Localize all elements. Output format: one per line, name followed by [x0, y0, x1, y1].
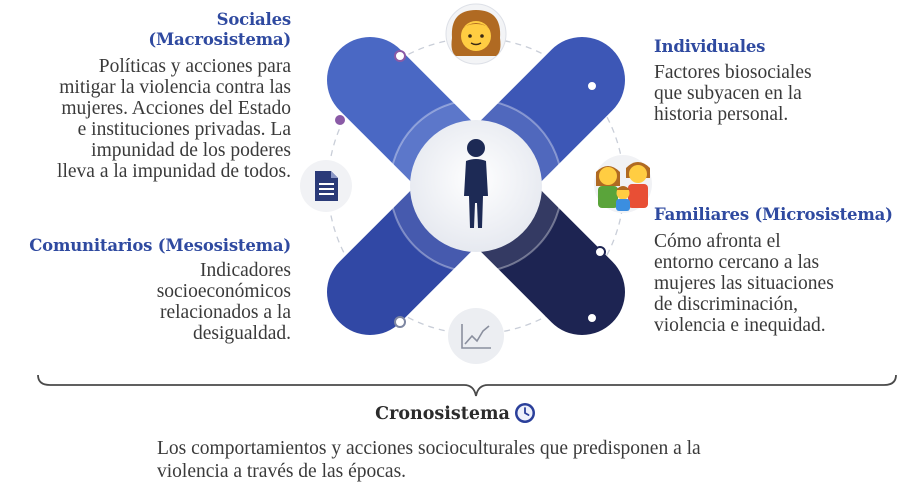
- sociales-block: Sociales (Macrosistema) Políticas y acci…: [57, 10, 291, 182]
- individuales-text-line: Factores biosociales: [654, 62, 812, 83]
- familiares-text-line: violencia e inequidad.: [654, 315, 826, 336]
- familiares-text-line: Cómo afronta el: [654, 231, 781, 252]
- familiares-text-line: mujeres las situaciones: [654, 273, 834, 294]
- ring-node: [586, 312, 598, 324]
- individuales-description: Factores biosociales que subyacen en la …: [654, 62, 812, 125]
- sociales-title-line: (Macrosistema): [148, 30, 291, 49]
- ring-node: [586, 80, 598, 92]
- woman-figure-icon: [464, 139, 488, 228]
- sociales-text-line: mitigar la violencia contra las: [59, 77, 291, 98]
- comunitarios-text-line: Indicadores: [200, 260, 291, 281]
- line-chart-icon: [448, 308, 504, 364]
- individuales-text-line: que subyacen en la: [654, 83, 802, 104]
- sociales-text-line: impunidad de los poderes: [91, 140, 291, 161]
- familiares-text-line: de discriminación,: [654, 294, 799, 315]
- sociales-text-line: Políticas y acciones para: [98, 56, 291, 77]
- cronosistema-text-line: violencia a través de las épocas.: [157, 461, 407, 482]
- ring-node: [335, 115, 345, 125]
- individuales-block: Individuales Factores biosociales que su…: [654, 37, 812, 125]
- curly-brace: [37, 374, 897, 397]
- ecological-model-diagram: [300, 3, 652, 364]
- girl-emoji-icon: [445, 3, 507, 65]
- familiares-block: Familiares (Microsistema) Cómo afronta e…: [654, 205, 893, 336]
- cronosistema-description: Los comportamientos y acciones sociocult…: [157, 437, 701, 483]
- ring-node: [594, 246, 606, 258]
- cronosistema-text-line: Los comportamientos y acciones sociocult…: [157, 438, 701, 459]
- sociales-title-line: Sociales: [216, 10, 292, 29]
- sociales-text-line: mujeres. Acciones del Estado: [61, 98, 291, 119]
- familiares-text-line: entorno cercano a las: [654, 252, 820, 273]
- cronosistema-title: Cronosistema: [0, 402, 911, 429]
- sociales-title: Sociales (Macrosistema): [57, 10, 291, 50]
- comunitarios-text-line: relacionados a la: [159, 302, 291, 323]
- sociales-description: Políticas y acciones para mitigar la vio…: [57, 56, 291, 182]
- family-emoji-icon: [594, 155, 652, 213]
- individuales-title: Individuales: [654, 37, 766, 56]
- familiares-title: Familiares (Microsistema): [654, 205, 893, 224]
- sociales-text-line: lleva a la impunidad de todos.: [57, 161, 291, 182]
- comunitarios-description: Indicadores socioeconómicos relacionados…: [29, 260, 291, 344]
- individuales-text-line: historia personal.: [654, 104, 789, 125]
- comunitarios-block: Comunitarios (Mesosistema) Indicadores s…: [29, 236, 291, 344]
- ring-node: [394, 316, 406, 328]
- sociales-text-line: e instituciones privadas. La: [77, 119, 291, 140]
- comunitarios-title: Comunitarios (Mesosistema): [29, 236, 291, 255]
- clock-icon: [514, 402, 536, 429]
- ring-node: [394, 50, 406, 62]
- document-icon: [300, 160, 352, 212]
- cronosistema-title-text: Cronosistema: [375, 404, 510, 424]
- familiares-description: Cómo afronta el entorno cercano a las mu…: [654, 231, 893, 336]
- comunitarios-text-line: desigualdad.: [192, 323, 291, 344]
- comunitarios-text-line: socioeconómicos: [156, 281, 291, 302]
